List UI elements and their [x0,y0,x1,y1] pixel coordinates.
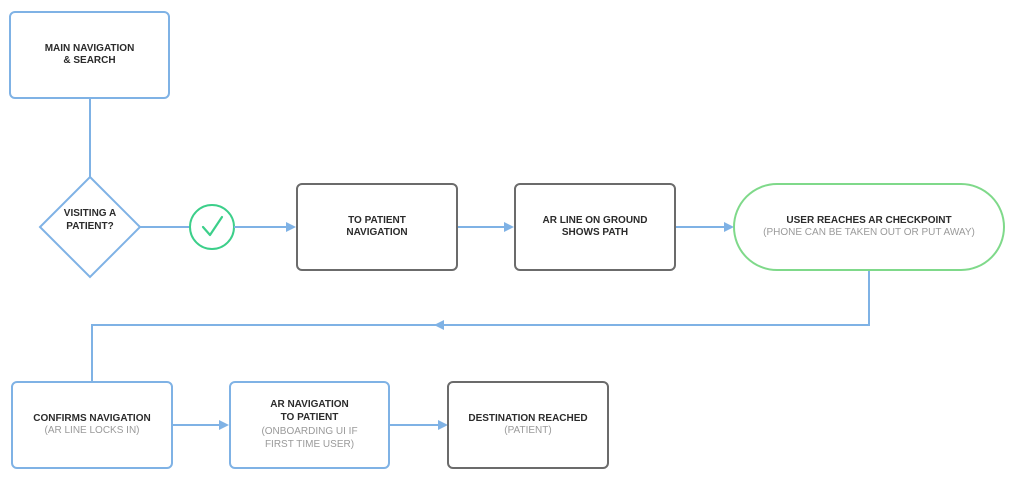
check-icon [201,215,224,237]
node-subtitle: (AR LINE LOCKS IN) [44,425,140,436]
to-patient-navigation-node: TO PATIENT NAVIGATION [296,183,458,271]
node-subtitle: (PATIENT) [504,425,552,436]
node-title: TO PATIENT NAVIGATION [346,214,408,239]
arrowhead [434,320,444,330]
node-title: MAIN NAVIGATION & SEARCH [44,42,135,67]
ar-line-node: AR LINE ON GROUND SHOWS PATH [514,183,676,271]
arrowhead [438,420,448,430]
yes-check-circle [189,204,235,250]
node-title: AR NAVIGATION TO PATIENT [270,399,349,423]
connector-checkpoint-return [91,270,870,382]
node-title: DESTINATION REACHED [468,412,588,424]
node-title: AR LINE ON GROUND SHOWS PATH [542,214,648,239]
node-title: USER REACHES AR CHECKPOINT [786,214,952,226]
arrowhead [504,222,514,232]
arrowhead [286,222,296,232]
confirms-navigation-node: CONFIRMS NAVIGATION (AR LINE LOCKS IN) [11,381,173,469]
arrowhead [219,420,229,430]
node-subtitle: (ONBOARDING UI IF FIRST TIME USER) [261,426,358,450]
ar-navigation-to-patient-node: AR NAVIGATION TO PATIENT (ONBOARDING UI … [229,381,390,469]
node-title: CONFIRMS NAVIGATION [33,412,151,424]
decision-diamond [38,175,142,279]
node-subtitle: (PHONE CAN BE TAKEN OUT OR PUT AWAY) [763,227,975,238]
arrowhead [724,222,734,232]
decision-label: VISITING A PATIENT? [63,208,117,232]
destination-reached-node: DESTINATION REACHED (PATIENT) [447,381,609,469]
main-navigation-node: MAIN NAVIGATION & SEARCH [9,11,170,99]
ar-checkpoint-node: USER REACHES AR CHECKPOINT (PHONE CAN BE… [733,183,1005,271]
